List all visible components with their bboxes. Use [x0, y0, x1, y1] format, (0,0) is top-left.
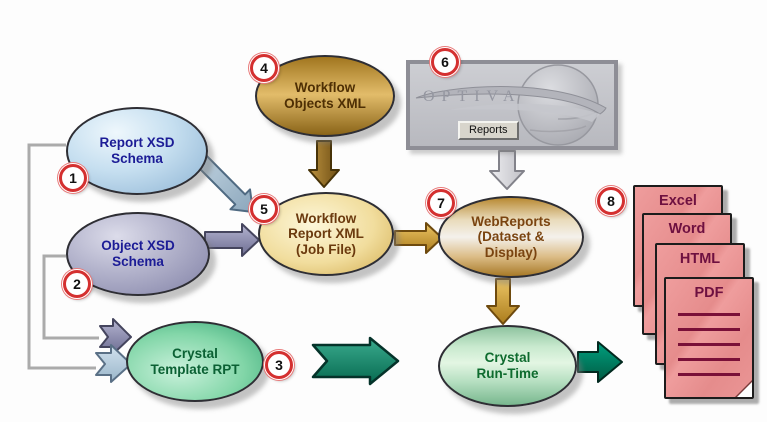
step-badge-2: 2	[63, 270, 91, 298]
arrow-workflow-objects-down-icon	[308, 140, 340, 188]
step-badge-1: 1	[59, 164, 87, 192]
arrow-optiva-down-icon	[489, 150, 525, 190]
connector-line-object-xsd-to-crystal-template	[42, 254, 99, 340]
optiva-sphere-logo-icon	[415, 64, 607, 146]
doc-label: PDF	[694, 285, 724, 301]
node-label: Crystal Run-Time	[476, 350, 539, 381]
step-badge-8: 8	[597, 187, 625, 215]
node-label: WebReports (Dataset & Display)	[471, 213, 551, 260]
output-doc-pdf: PDF	[664, 277, 754, 399]
doc-text-line	[678, 358, 740, 361]
doc-text-line	[678, 373, 740, 376]
node-workflow-report-xml: Workflow Report XML (Job File)	[258, 192, 394, 276]
doc-text-line	[678, 313, 740, 316]
doc-label: Word	[668, 221, 706, 237]
optiva-brand-text: OPTIVA	[423, 88, 522, 105]
node-crystal-template-rpt: Crystal Template RPT	[126, 321, 264, 402]
node-workflow-objects-xml: Workflow Objects XML	[255, 55, 395, 137]
node-label: Report XSD Schema	[99, 135, 175, 166]
step-badge-6: 6	[431, 48, 459, 76]
step-badge-4: 4	[250, 54, 278, 82]
arrow-webreports-down-icon	[486, 278, 520, 325]
arrow-runtime-to-outputs-icon	[577, 341, 623, 383]
doc-text-line	[678, 343, 740, 346]
node-crystal-runtime: Crystal Run-Time	[438, 325, 577, 407]
node-label: Workflow Objects XML	[284, 80, 366, 111]
arrow-object-xsd-to-workflow-report-icon	[204, 223, 260, 257]
node-report-xsd-schema: Report XSD Schema	[66, 107, 208, 195]
node-label: Workflow Report XML (Job File)	[288, 210, 364, 257]
arrow-crystal-template-to-runtime-icon	[311, 336, 400, 386]
doc-label: HTML	[679, 251, 721, 267]
step-badge-3: 3	[265, 351, 293, 379]
reports-button[interactable]: Reports	[458, 121, 519, 140]
arrow-workflow-report-to-webreports-icon	[394, 222, 443, 254]
node-label: Crystal Template RPT	[150, 345, 240, 377]
doc-text-line	[678, 328, 740, 331]
step-badge-7: 7	[427, 189, 455, 217]
chevron-arrow-report-line-icon	[95, 344, 132, 383]
doc-label: Excel	[659, 193, 697, 209]
node-label: Object XSD Schema	[101, 238, 175, 269]
node-webreports: WebReports (Dataset & Display)	[438, 196, 584, 278]
step-badge-5: 5	[250, 195, 278, 223]
connector-line-report-xsd-to-crystal-template	[27, 143, 96, 370]
page-fold-icon	[737, 382, 752, 397]
